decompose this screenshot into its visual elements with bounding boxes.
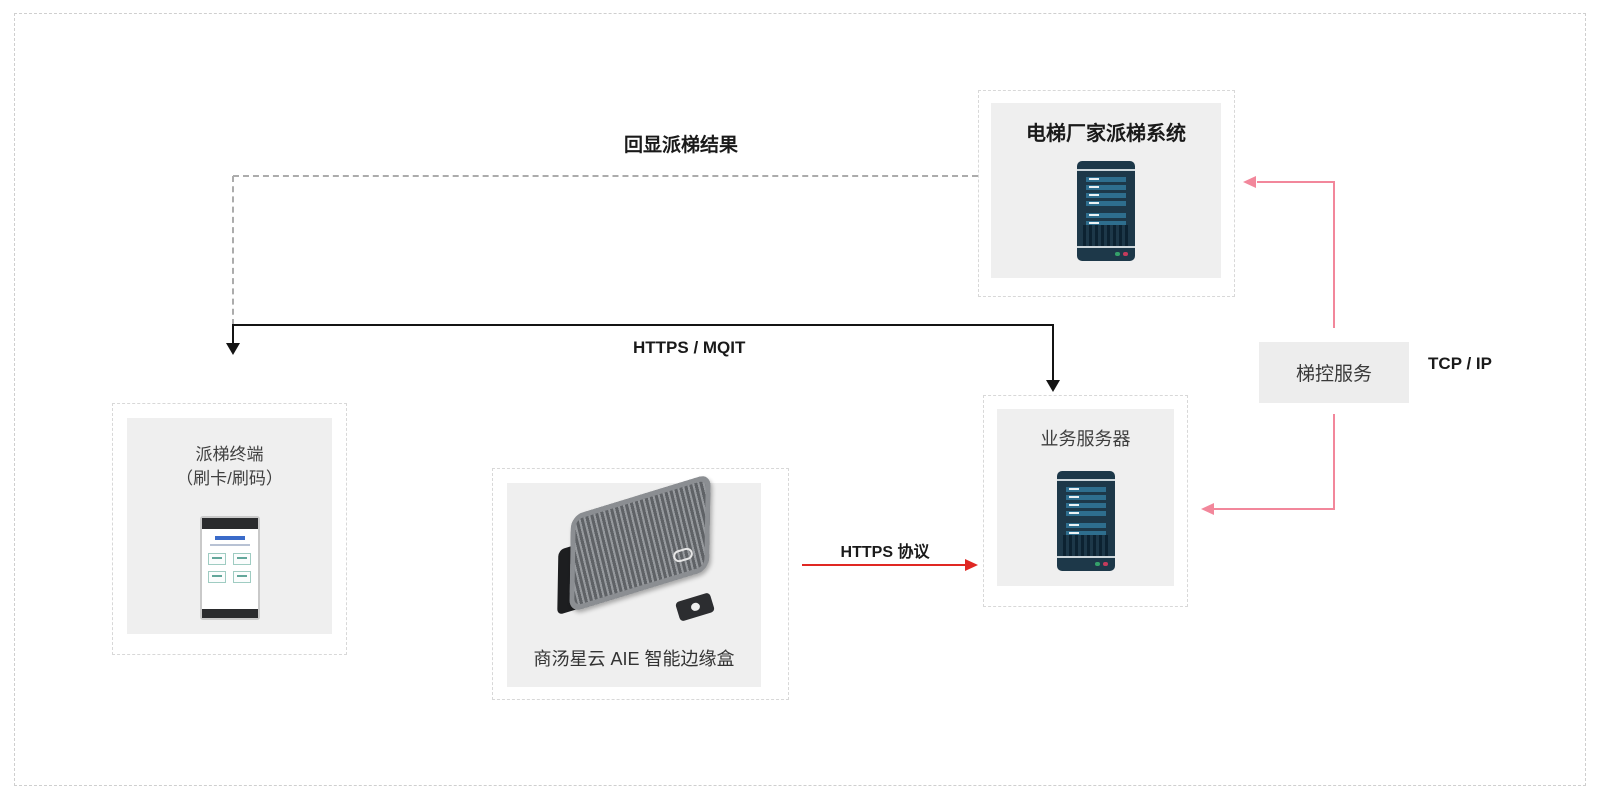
led-red-icon [1123, 252, 1128, 256]
right-arrow-icon [965, 559, 978, 571]
control-to-server-line-horizontal [1214, 508, 1335, 510]
server-base-line [1077, 246, 1135, 248]
server-drive-bays [1086, 177, 1126, 229]
floor-button [233, 571, 251, 583]
floor-button-grid [202, 553, 258, 583]
phone-app-subtitle-bar [209, 544, 250, 546]
control-to-server-line-vertical [1333, 414, 1335, 509]
dispatch-terminal-node: 派梯终端 （刷卡/刷码） [112, 403, 347, 655]
left-arrow-icon [1243, 176, 1256, 188]
floor-button [208, 571, 226, 583]
led-green-icon [1094, 562, 1100, 566]
server-icon [1056, 471, 1115, 571]
https-mqtt-line-right-drop [1052, 326, 1054, 380]
server-base-line [1056, 556, 1115, 558]
https-protocol-line [802, 564, 965, 566]
phone-top-bezel [201, 518, 258, 529]
led-red-icon [1102, 562, 1108, 566]
edge-device-image [551, 473, 719, 622]
elevator-control-service-box: 梯控服务 [1259, 342, 1409, 403]
diagram-canvas [14, 13, 1586, 786]
control-to-vendor-line-vertical [1333, 182, 1335, 328]
dispatch-terminal-subtitle: （刷卡/刷码） [176, 469, 283, 488]
server-drive-bays [1065, 487, 1106, 539]
server-vents [1062, 535, 1109, 558]
phone-app-title-bar [214, 536, 245, 540]
left-arrow-icon [1201, 503, 1214, 515]
control-to-vendor-line-horizontal [1257, 181, 1335, 183]
vendor-system-panel: 电梯厂家派梯系统 [991, 103, 1221, 278]
phone-icon [199, 516, 260, 620]
server-vents [1083, 225, 1129, 248]
edge-box-node: 商汤星云 AIE 智能边缘盒 [492, 468, 789, 700]
vendor-system-node: 电梯厂家派梯系统 [978, 90, 1235, 297]
server-cap-line [1077, 169, 1135, 171]
echo-dashed-line-vertical [232, 176, 234, 325]
floor-button [233, 553, 251, 565]
business-server-panel: 业务服务器 [997, 409, 1174, 586]
https-mqtt-line-horizontal [232, 324, 1054, 326]
echo-result-label: 回显派梯结果 [624, 135, 739, 156]
elevator-control-service-label: 梯控服务 [1295, 364, 1372, 385]
vendor-system-title: 电梯厂家派梯系统 [1026, 123, 1186, 145]
edge-box-caption: 商汤星云 AIE 智能边缘盒 [533, 649, 735, 669]
dispatch-terminal-panel: 派梯终端 （刷卡/刷码） [127, 418, 332, 634]
edge-device-mount-tab [674, 592, 716, 622]
down-arrow-icon [226, 343, 240, 355]
server-icon [1077, 161, 1135, 261]
dispatch-terminal-title: 派梯终端 [195, 445, 264, 464]
business-server-title: 业务服务器 [1040, 429, 1131, 449]
echo-dashed-line-horizontal [233, 175, 978, 177]
led-green-icon [1115, 252, 1120, 256]
tcp-ip-label: TCP / IP [1428, 354, 1492, 373]
https-mqtt-label: HTTPS / MQIT [633, 338, 746, 357]
down-arrow-icon [1046, 380, 1060, 392]
server-cap-line [1056, 479, 1115, 481]
phone-screen [201, 529, 258, 609]
business-server-node: 业务服务器 [983, 395, 1188, 607]
edge-box-panel: 商汤星云 AIE 智能边缘盒 [507, 473, 761, 687]
https-protocol-label: HTTPS 协议 [840, 544, 930, 561]
edge-device-heatsink-top [569, 473, 711, 613]
floor-button [208, 553, 226, 565]
phone-bottom-bezel [201, 609, 258, 618]
https-mqtt-line-left-drop [232, 326, 234, 344]
